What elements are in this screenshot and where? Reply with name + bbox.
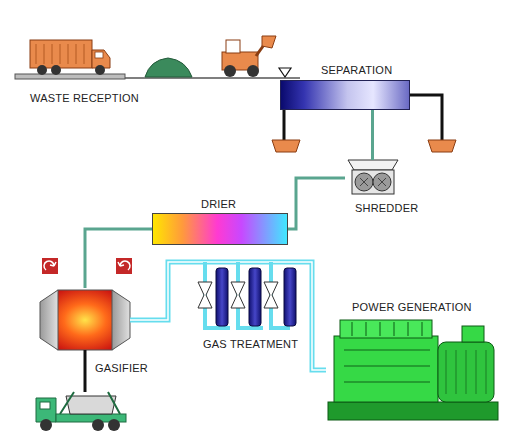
- shredder-area: SHREDDER: [345, 160, 400, 196]
- stage-label: DRIER: [201, 198, 236, 211]
- gas-treatment-area: GAS TREATMENT: [195, 258, 300, 330]
- wheel: [108, 419, 120, 431]
- gasifier-cap: [40, 290, 58, 350]
- truck-ribs: [36, 44, 84, 64]
- engine-block: [334, 336, 438, 402]
- cyclone-symbol: [198, 282, 212, 308]
- air-inlet-arrow: [44, 261, 56, 270]
- truck-window: [40, 402, 50, 409]
- skip-arms: [60, 392, 120, 414]
- waste-reception-scene: [15, 36, 300, 79]
- ash-truck: [36, 392, 126, 431]
- feed-hopper: [279, 68, 291, 77]
- wheel: [247, 65, 259, 77]
- conveyor-line: [85, 229, 152, 288]
- roller-teeth: [360, 178, 386, 186]
- scrubber-column: [216, 268, 228, 326]
- pipe-core: [130, 262, 195, 320]
- stage-label: GAS TREATMENT: [203, 338, 298, 351]
- ash-line: [84, 350, 87, 392]
- gas-treatment-train: [195, 262, 300, 328]
- cyclone-symbol: [264, 282, 278, 308]
- stage-label: POWER GENERATION: [352, 301, 472, 314]
- air-inlet-arrow: [118, 261, 130, 270]
- alternator: [438, 342, 494, 402]
- cylinder-head: [340, 320, 432, 338]
- truck-body: [30, 40, 92, 68]
- weighbridge: [15, 74, 125, 79]
- gas-pipes: [205, 262, 290, 328]
- wheel: [224, 65, 236, 77]
- separation-band: SEPARATION: [280, 80, 410, 110]
- scrubber-column: [284, 268, 296, 326]
- waste-reception-area: WASTE RECEPTION: [15, 35, 277, 80]
- air-inlet-symbol: [42, 258, 58, 274]
- gas-pipe: [130, 262, 195, 320]
- pipe-core: [300, 262, 326, 370]
- gas-header-pipe: [195, 260, 300, 265]
- shredder-hopper: [348, 160, 398, 170]
- reject-bin: [272, 140, 300, 152]
- terminal-box: [462, 326, 484, 342]
- air-inlet-symbol: [116, 258, 132, 274]
- reject-bin: [428, 140, 456, 152]
- loader-cab: [226, 40, 240, 53]
- conveyor-line: [288, 178, 345, 229]
- truck-window: [95, 52, 103, 58]
- conveyor-line: [371, 110, 374, 160]
- cyclone-symbol: [231, 282, 245, 308]
- stage-label: GASIFIER: [95, 362, 148, 375]
- block-ribs: [344, 350, 430, 382]
- wheel: [51, 65, 61, 75]
- wheel: [37, 65, 47, 75]
- loader-bucket: [262, 36, 276, 48]
- generator-set: [328, 320, 498, 420]
- reject-line: [283, 110, 286, 140]
- gas-pipe: [300, 262, 326, 370]
- wheel: [95, 65, 105, 75]
- ash-skip: [66, 396, 116, 414]
- truck-cab: [36, 398, 56, 422]
- shredder-machine: [348, 160, 398, 194]
- power-generation-area: POWER GENERATION: [326, 318, 500, 422]
- stage-label: SEPARATION: [321, 64, 392, 77]
- wheel: [40, 419, 52, 431]
- pipe-core: [195, 261, 300, 263]
- drier-band: DRIER: [152, 213, 288, 245]
- stage-label: WASTE RECEPTION: [30, 92, 139, 105]
- head-bolts: [352, 322, 422, 336]
- waste-pile: [145, 58, 192, 77]
- generator-base: [328, 402, 498, 420]
- reject-line: [410, 95, 442, 140]
- scrubber-column: [249, 268, 261, 326]
- stage-label: SHREDDER: [355, 202, 418, 215]
- shredder-housing: [352, 170, 394, 194]
- gasifier-area: GASIFIER: [40, 288, 130, 352]
- wheel: [92, 419, 104, 431]
- alternator-fins: [446, 350, 486, 394]
- gasifier-cap: [112, 290, 130, 350]
